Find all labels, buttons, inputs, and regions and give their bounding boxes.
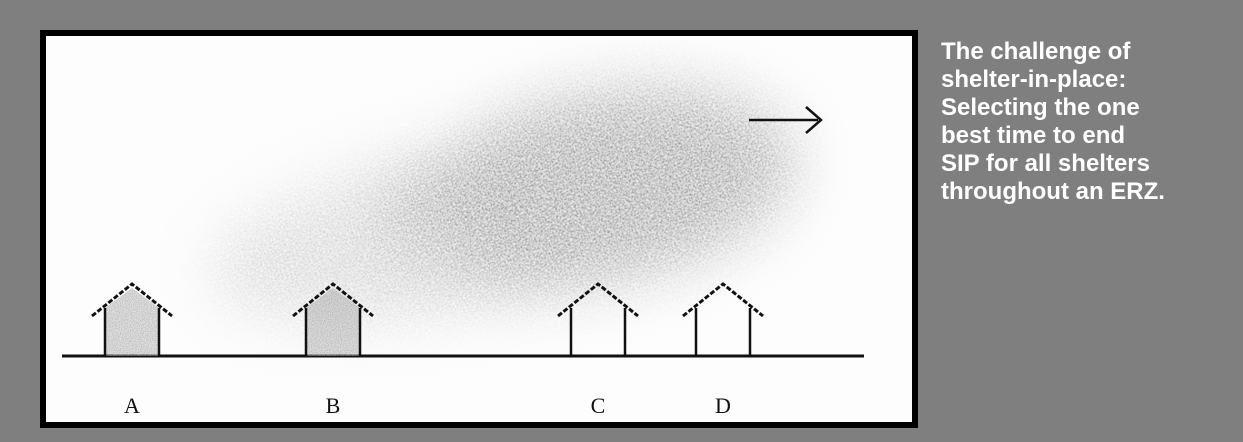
shelter-diagram: A B C D (46, 36, 912, 422)
house-d (682, 282, 764, 356)
house-infiltration-fill (306, 288, 360, 356)
caption-line: throughout an ERZ. (941, 178, 1165, 205)
caption-line: The challenge of (941, 38, 1131, 65)
house-walls (569, 308, 627, 356)
house-label-c: C (590, 393, 606, 418)
house-label-b: B (325, 393, 341, 418)
house-roof (557, 282, 639, 318)
house-c (557, 282, 639, 356)
caption-line: best time to end (941, 122, 1126, 149)
house-label-a: A (124, 393, 140, 418)
house-roof (682, 282, 764, 318)
house-walls (103, 308, 161, 356)
house-roof (91, 282, 173, 318)
house-b (292, 282, 374, 356)
house-walls (694, 308, 752, 356)
house-infiltration-fill (105, 288, 159, 356)
house-label-d: D (715, 393, 731, 418)
house-infiltration-fill (306, 288, 360, 356)
caption: The challenge of shelter-in-place: Selec… (941, 38, 1233, 206)
house-roof (292, 282, 374, 318)
house-infiltration-fill (105, 288, 159, 356)
wind-direction-arrow (749, 106, 823, 134)
diagram-canvas (62, 86, 864, 358)
diagram-frame: A B C D (40, 30, 918, 428)
gas-plume (211, 86, 794, 326)
house-walls (304, 308, 362, 356)
caption-line: shelter-in-place: (941, 66, 1127, 93)
caption-line: Selecting the one (941, 94, 1140, 121)
caption-line: SIP for all shelters (941, 150, 1150, 177)
house-a (91, 282, 173, 356)
